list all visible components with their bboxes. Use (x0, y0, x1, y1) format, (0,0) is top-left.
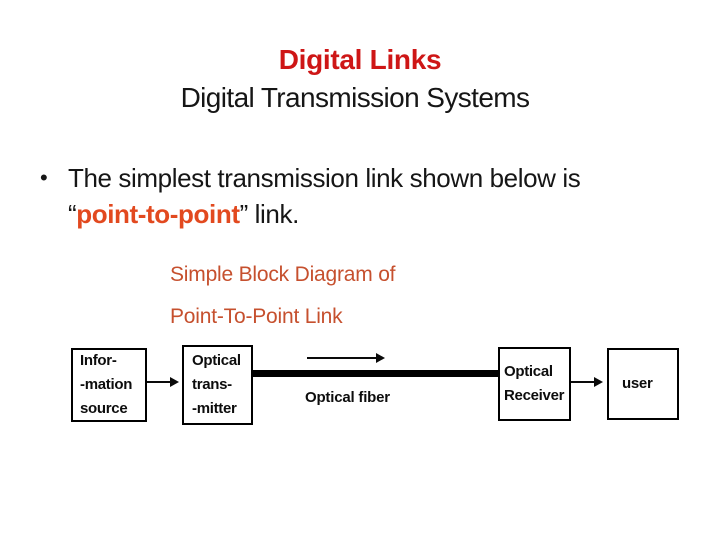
fiber-direction-arrow (307, 357, 383, 359)
arrow-receiver-to-user (571, 381, 601, 383)
arrow-source-to-transmitter (147, 381, 177, 383)
optical-transmitter-line1: Optical (192, 352, 241, 369)
bullet-marker: • (40, 165, 48, 190)
diagram-caption-line1: Simple Block Diagram of (170, 263, 396, 286)
optical-transmitter-box: Optical trans- -mitter (182, 345, 253, 425)
diagram-caption-line2: Point-To-Point Link (170, 305, 343, 328)
bullet-line1: The simplest transmission link shown bel… (68, 163, 581, 193)
bullet-suffix: ” link. (239, 199, 300, 229)
bullet-paragraph: • The simplest transmission link shown b… (40, 160, 700, 232)
information-source-line3: source (80, 400, 128, 417)
optical-receiver-box: Optical Receiver (498, 347, 571, 421)
information-source-line2: -mation (80, 376, 133, 393)
bullet-text: The simplest transmission link shown bel… (68, 160, 581, 232)
slide-subtitle: Digital Transmission Systems (180, 82, 530, 113)
information-source-line1: Infor- (80, 352, 117, 369)
slide-title: Digital Links (278, 44, 442, 75)
optical-fiber-label: Optical fiber (305, 389, 390, 406)
user-box: user (607, 348, 679, 420)
bullet-highlight: point-to-point (76, 199, 240, 229)
optical-transmitter-line2: trans- (192, 376, 232, 393)
bullet-quote-open: “ (68, 199, 77, 229)
optical-receiver-line2: Receiver (504, 387, 565, 404)
optical-transmitter-line3: -mitter (192, 400, 237, 417)
optical-receiver-line1: Optical (504, 363, 553, 380)
information-source-box: Infor- -mation source (71, 348, 147, 422)
optical-fiber-bar (252, 370, 498, 377)
user-box-label: user (622, 375, 653, 392)
